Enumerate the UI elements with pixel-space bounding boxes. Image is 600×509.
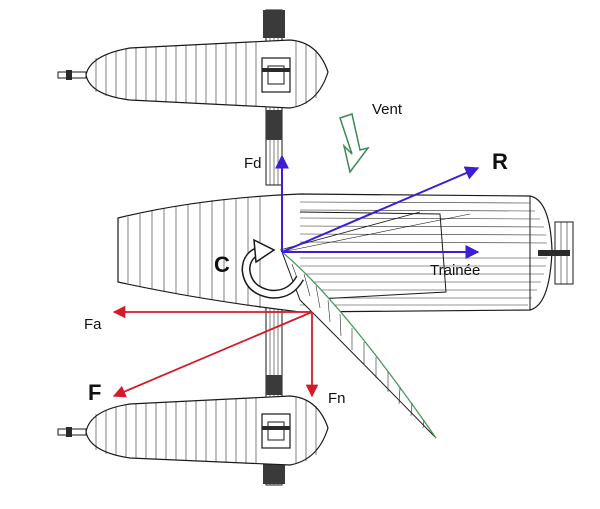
f-label: F [88, 380, 101, 405]
top-float-ribs [95, 41, 317, 107]
red-forces [112, 305, 319, 398]
main-hull-strakes [299, 201, 548, 306]
bottom-float [57, 304, 329, 486]
fn-label: Fn [328, 390, 346, 407]
fa-label: Fa [84, 316, 102, 333]
moment-arrow [241, 238, 304, 299]
wind-label: Vent [372, 101, 403, 118]
bottom-float-ribs [95, 397, 317, 464]
blue-forces [275, 154, 480, 259]
top-float [57, 9, 329, 186]
f-vector [112, 311, 313, 398]
main-hull-ribs [127, 196, 261, 308]
r-vector [281, 166, 480, 253]
moment-label: C [214, 252, 230, 277]
fd-label: Fd [244, 155, 262, 172]
wind-arrow [339, 113, 370, 174]
r-label: R [492, 149, 508, 174]
drag-label: Trainée [430, 262, 480, 279]
sail-battens [291, 263, 425, 429]
